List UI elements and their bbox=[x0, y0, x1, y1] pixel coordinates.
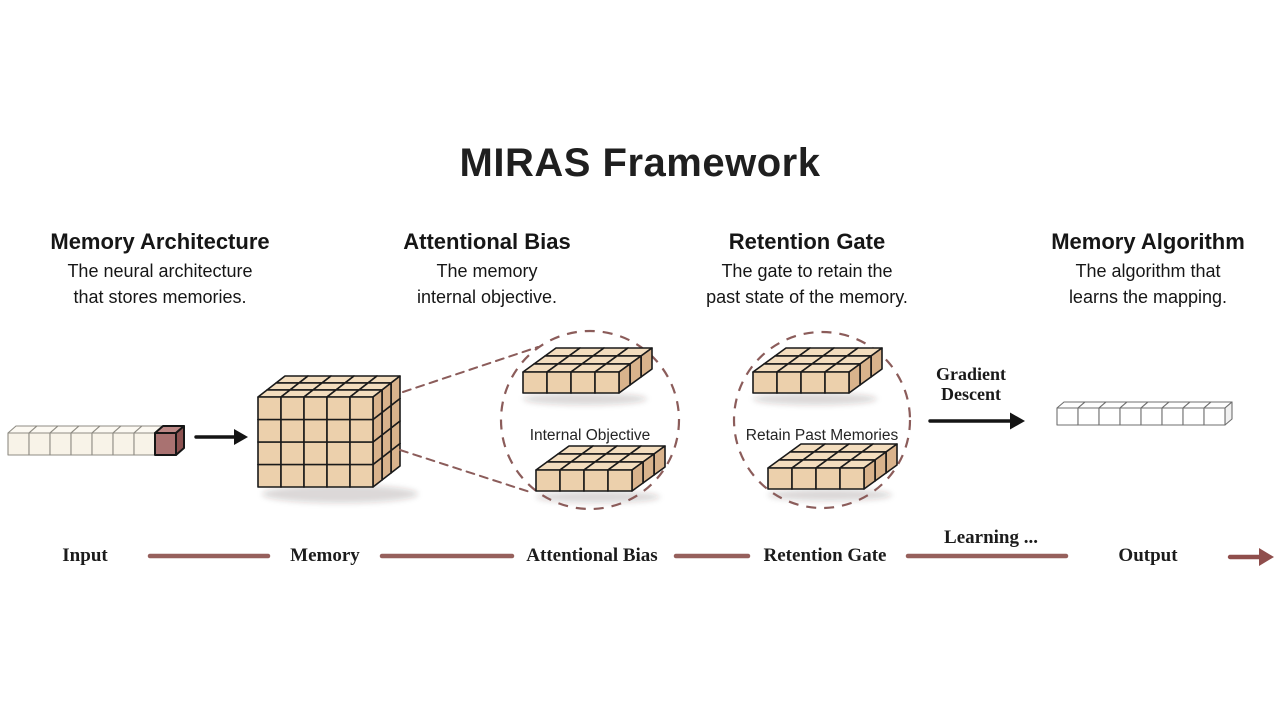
column-memory-architecture: Memory Architecture The neural architect… bbox=[0, 229, 325, 310]
timeline-label-retention-gate: Retention Gate bbox=[763, 545, 887, 566]
retain-past-memories-label: Retain Past Memories bbox=[745, 427, 899, 444]
zoom-dashed-lines bbox=[399, 346, 539, 493]
input-token-row bbox=[7, 425, 185, 456]
timeline-label-attentional-bias: Attentional Bias bbox=[526, 545, 658, 566]
memory-cube-block bbox=[257, 375, 401, 488]
column-retention-gate: Retention Gate The gate to retain the pa… bbox=[642, 229, 972, 310]
page-title: MIRAS Framework bbox=[459, 141, 821, 185]
column-description: The neural architecture that stores memo… bbox=[67, 261, 253, 307]
output-token-row bbox=[1056, 401, 1233, 426]
column-heading: Memory Algorithm bbox=[1051, 229, 1245, 254]
timeline-label-learning: Learning ... bbox=[944, 527, 1038, 548]
column-attentional-bias: Attentional Bias The memory internal obj… bbox=[322, 229, 652, 310]
input-to-memory-arrow bbox=[194, 429, 248, 445]
timeline-label-memory: Memory bbox=[290, 545, 360, 566]
retention-gate-slabs bbox=[752, 347, 898, 490]
retention-gate-circle bbox=[732, 330, 912, 510]
internal-objective-label: Internal Objective bbox=[529, 427, 651, 444]
column-heading: Memory Architecture bbox=[50, 229, 270, 254]
column-description: The algorithm that learns the mapping. bbox=[1068, 261, 1228, 307]
timeline-label-output: Output bbox=[1118, 545, 1178, 566]
timeline-label-input: Input bbox=[62, 545, 108, 566]
gradient-descent-label: Gradient Descent bbox=[936, 364, 1006, 404]
solid-shadows bbox=[262, 393, 892, 503]
attentional-bias-slabs bbox=[522, 347, 666, 492]
column-memory-algorithm: Memory Algorithm The algorithm that lear… bbox=[983, 229, 1280, 310]
timeline-end-arrow bbox=[1227, 548, 1274, 566]
column-description: The gate to retain the past state of the… bbox=[706, 261, 908, 307]
gradient-descent-arrow bbox=[928, 412, 1025, 430]
column-heading: Retention Gate bbox=[728, 229, 886, 254]
attentional-bias-circle bbox=[499, 329, 681, 511]
column-heading: Attentional Bias bbox=[403, 229, 571, 254]
column-description: The memory internal objective. bbox=[416, 261, 558, 307]
